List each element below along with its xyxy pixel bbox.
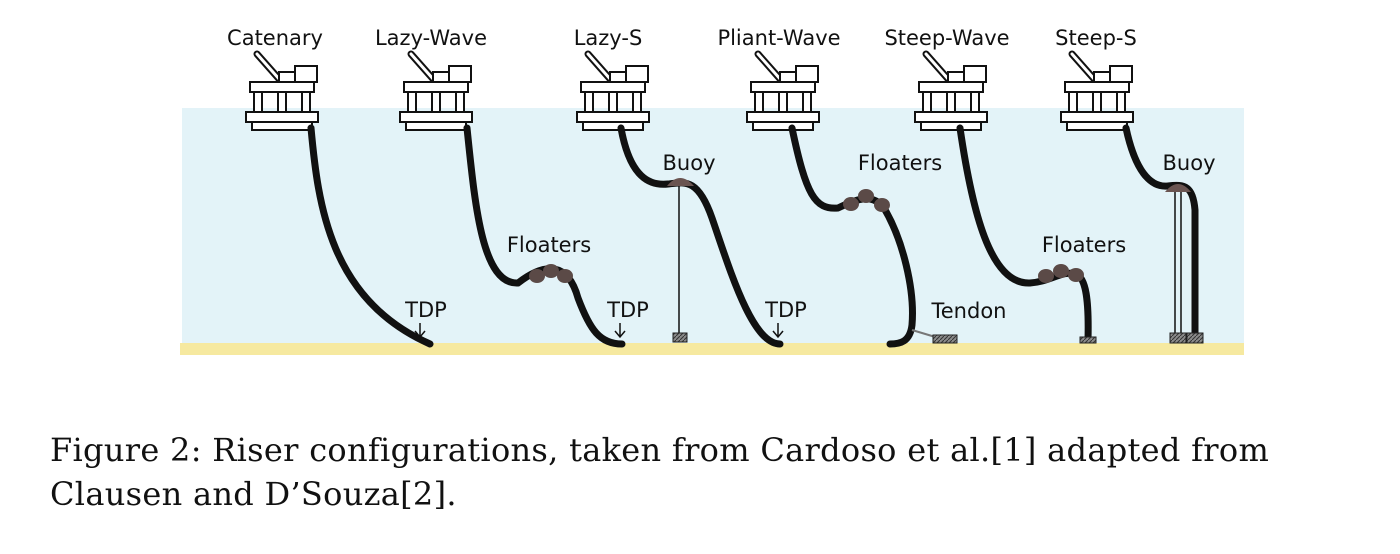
tdp-arrow (772, 323, 784, 339)
floaters (529, 264, 573, 283)
config-title: Lazy-Wave (375, 26, 487, 50)
buoy-label: Buoy (1163, 151, 1216, 175)
anchor-block (1079, 336, 1097, 344)
config-title: Steep-S (1055, 26, 1137, 50)
anchor-block (1186, 332, 1204, 344)
config-title: Catenary (227, 26, 323, 50)
tdp-label: TDP (606, 298, 649, 322)
buoy (1165, 184, 1191, 192)
riser-line (307, 124, 434, 348)
riser-line (617, 124, 784, 348)
tdp-label: TDP (404, 298, 447, 322)
config-steep-s: Steep-S Buoy (1055, 26, 1216, 344)
anchor-block (672, 332, 688, 343)
config-catenary: Catenary TDP (227, 26, 447, 348)
caption-line-2: Clausen and D’Souza[2]. (50, 475, 457, 513)
platform-icon (747, 54, 819, 130)
platform-icon (400, 54, 472, 130)
buoy (667, 178, 694, 186)
riser-line (1122, 124, 1199, 342)
config-title: Pliant-Wave (717, 26, 840, 50)
seabed (180, 343, 1244, 355)
platform-icon (577, 54, 649, 130)
config-title: Steep-Wave (884, 26, 1009, 50)
floaters (843, 189, 890, 212)
floaters (1038, 264, 1084, 283)
tendon-label: Tendon (931, 299, 1007, 323)
floaters-label: Floaters (1042, 233, 1126, 257)
figure-caption: Figure 2: Riser configurations, taken fr… (50, 428, 1380, 516)
anchor-block (932, 334, 958, 344)
platform-icon (1061, 54, 1133, 130)
config-title: Lazy-S (574, 26, 643, 50)
platform-icon (246, 54, 318, 130)
config-pliant-wave: Pliant-Wave Floaters Tendon (717, 26, 1007, 348)
tdp-arrow (414, 323, 426, 339)
riser-line (956, 124, 1092, 344)
buoy-label: Buoy (663, 151, 716, 175)
config-lazy-wave: Lazy-Wave Floaters TDP (375, 26, 649, 348)
config-steep-wave: Steep-Wave Floaters (884, 26, 1126, 344)
config-lazy-s: Lazy-S Buoy TDP (574, 26, 807, 348)
floaters-label: Floaters (507, 233, 591, 257)
caption-line-1: Figure 2: Riser configurations, taken fr… (50, 431, 1270, 469)
tdp-arrow (614, 323, 626, 339)
tdp-label: TDP (764, 298, 807, 322)
floaters-label: Floaters (858, 151, 942, 175)
platform-icon (915, 54, 987, 130)
anchor-block (1169, 332, 1187, 344)
